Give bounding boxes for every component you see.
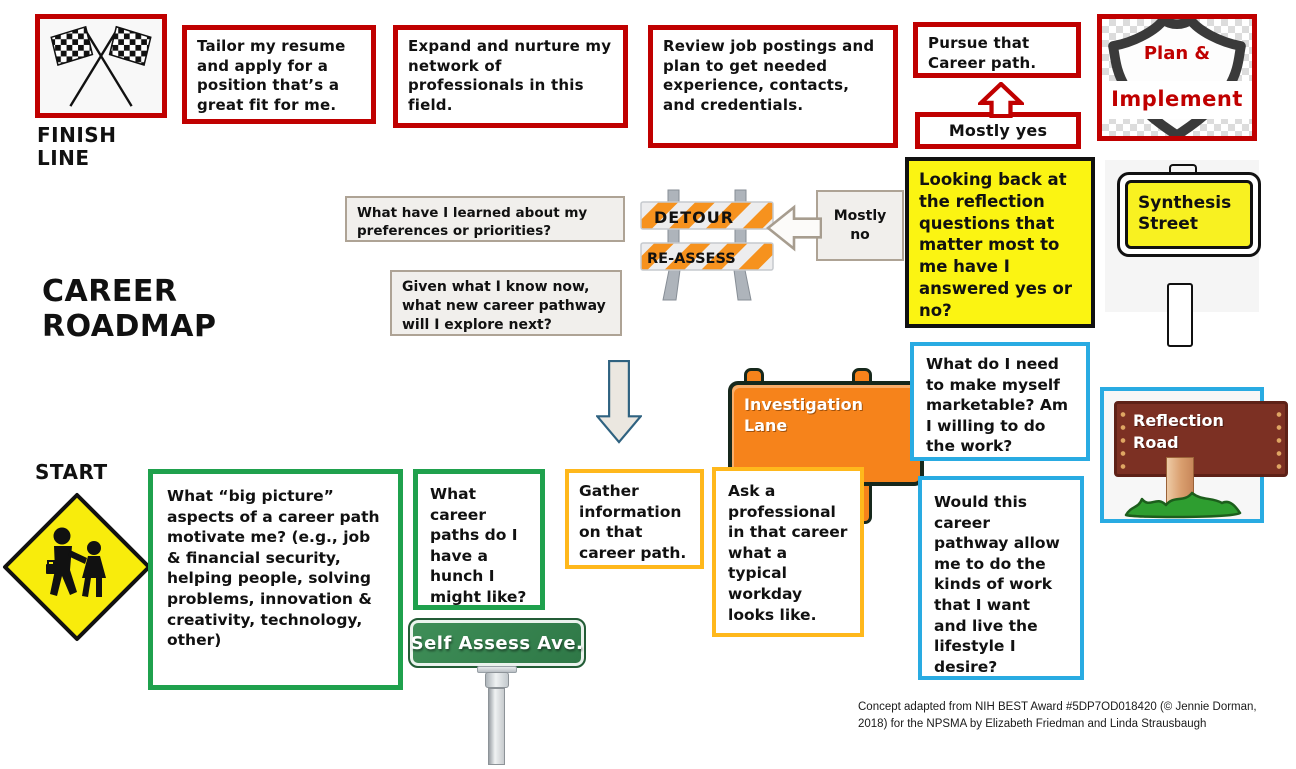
plan-label: Plan & bbox=[1143, 43, 1211, 64]
self-assess-ave-sign: Self Assess Ave. bbox=[408, 618, 586, 668]
sign-post bbox=[1167, 283, 1193, 347]
start-label: START bbox=[35, 460, 108, 484]
box-lifestyle: Would this career pathway allow me to do… bbox=[918, 476, 1084, 680]
attribution-text: Concept adapted from NIH BEST Award #5DP… bbox=[858, 701, 1257, 730]
left-arrow-icon bbox=[766, 204, 822, 252]
detour-label: DETOUR bbox=[654, 208, 734, 227]
plan-implement-sign: Plan & Implement bbox=[1097, 14, 1257, 141]
box-big-picture: What “big picture” aspects of a career p… bbox=[148, 469, 403, 690]
box-expand-network: Expand and nurture my network of profess… bbox=[393, 25, 628, 128]
box-gather-info: Gather information on that career path. bbox=[565, 469, 704, 569]
box-ask-professional: Ask a professional in that career what a… bbox=[712, 467, 864, 637]
nail-dots-left bbox=[1120, 408, 1126, 470]
reflection-road-sign: Reflection Road bbox=[1100, 387, 1288, 523]
box-marketable: What do I need to make myself marketable… bbox=[910, 342, 1090, 461]
reflection-road-label: Reflection Road bbox=[1133, 411, 1224, 452]
sign-pole bbox=[488, 688, 505, 765]
up-arrow-icon bbox=[978, 82, 1024, 118]
detour-barricade: DETOUR RE-ASSESS bbox=[640, 189, 774, 301]
box-tailor-resume: Tailor my resume and apply for a positio… bbox=[182, 25, 376, 124]
finish-flags-box bbox=[35, 14, 167, 118]
nail-dots-right bbox=[1276, 408, 1282, 470]
note-what-have-i-learned: What have I learned about my preferences… bbox=[345, 196, 625, 242]
finish-line-label: FINISH LINE bbox=[37, 123, 117, 170]
pedestrians-icon bbox=[46, 527, 106, 597]
box-looking-back: Looking back at the reflection questions… bbox=[905, 157, 1095, 328]
sign-frame: Synthesis Street bbox=[1117, 172, 1261, 257]
box-pursue-path: Pursue that Career path. bbox=[913, 22, 1081, 78]
synthesis-street-label: Synthesis Street bbox=[1125, 180, 1253, 249]
shield-band bbox=[1102, 81, 1252, 119]
page-title: CAREER ROADMAP bbox=[42, 274, 217, 345]
note-new-pathway: Given what I know now, what new career p… bbox=[390, 270, 622, 336]
sign-collar bbox=[485, 672, 509, 688]
synthesis-street-sign: Synthesis Street bbox=[1105, 160, 1261, 347]
box-mostly-no: Mostly no bbox=[816, 190, 904, 261]
pedestrian-crossing-sign bbox=[3, 493, 151, 641]
box-review-postings: Review job postings and plan to get need… bbox=[648, 25, 898, 148]
down-arrow-icon bbox=[596, 360, 642, 444]
reflection-road-board: Reflection Road bbox=[1114, 401, 1288, 477]
route-shield-icon bbox=[1108, 19, 1246, 136]
box-career-paths: What career paths do I have a hunch I mi… bbox=[413, 469, 545, 610]
checkered-flags-icon bbox=[50, 25, 152, 107]
grass-icon bbox=[1124, 491, 1242, 519]
reassess-label: RE-ASSESS bbox=[647, 251, 736, 267]
implement-label: Implement bbox=[1111, 87, 1243, 111]
